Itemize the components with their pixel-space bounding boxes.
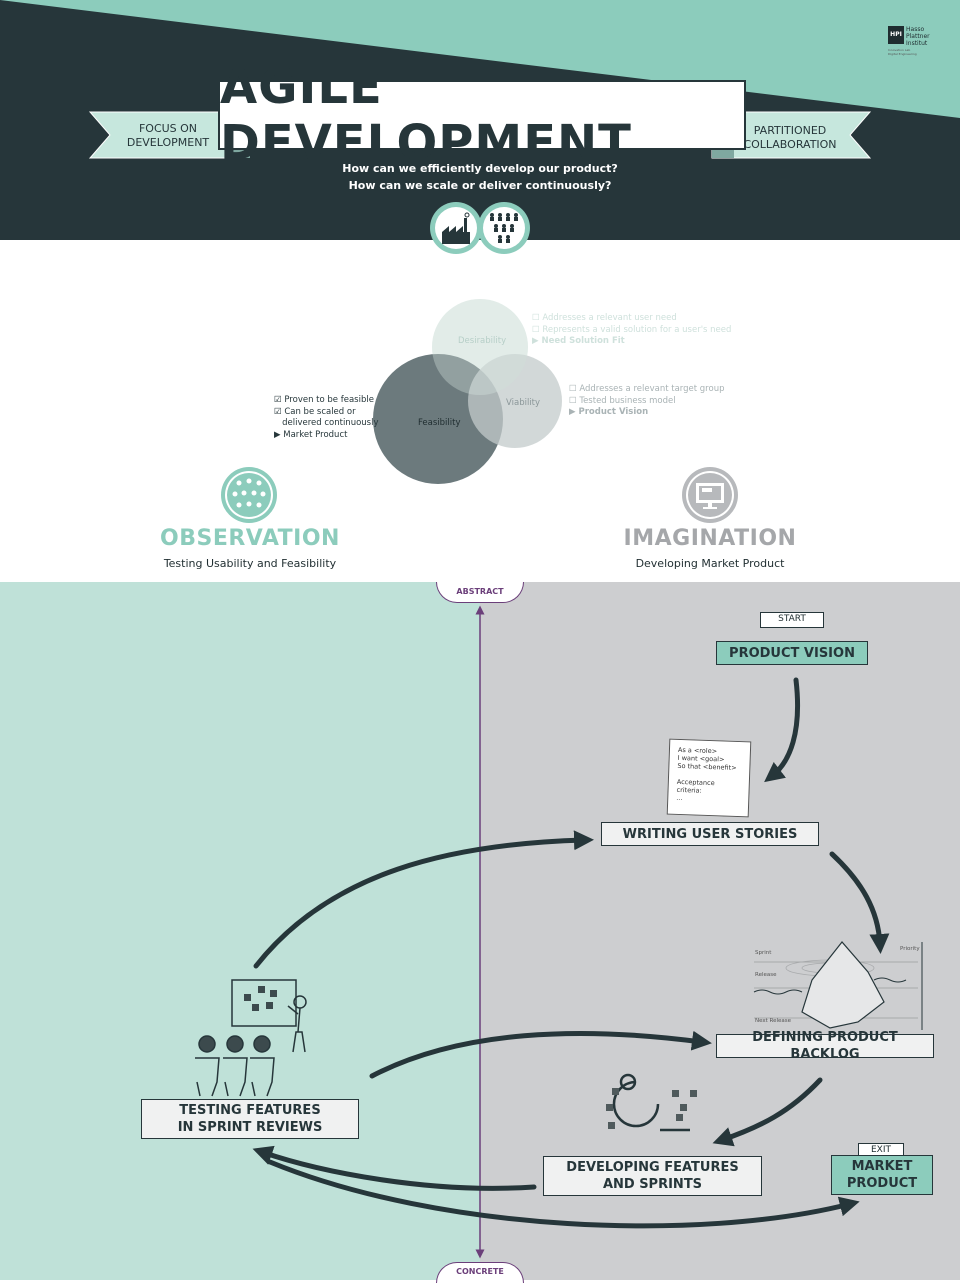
user-story-card: As a <role>I want <goal>So that <benefit… <box>666 738 752 818</box>
writing-user-stories-box: WRITING USER STORIES <box>601 822 819 846</box>
venn-diagram <box>373 299 562 484</box>
observation-title: OBSERVATION <box>160 526 340 551</box>
page-title: AGILE DEVELOPMENT <box>218 59 746 171</box>
viability-checklist: ☐ Addresses a relevant target group ☐ Te… <box>569 384 725 417</box>
priority-label: Priority <box>900 946 920 952</box>
observation-subtitle: Testing Usability and Feasibility <box>163 557 337 570</box>
start-tag: START <box>760 612 824 628</box>
iceberg-sketch <box>753 941 923 1030</box>
exit-tag: EXIT <box>858 1143 904 1158</box>
imagination-subtitle: Developing Market Product <box>635 557 785 570</box>
feasibility-label: Feasibility <box>418 418 461 428</box>
factory-icon <box>442 212 470 244</box>
crowd-icon <box>221 467 277 523</box>
next-release-label: Next Release <box>755 1018 792 1024</box>
computer-icon <box>682 467 738 523</box>
feasibility-checklist: ☑ Proven to be feasible ☑ Can be scaled … <box>274 395 379 440</box>
process-flow-arrows <box>195 605 923 1259</box>
sprint-cycle-icon <box>612 1073 690 1132</box>
sprint-label: Sprint <box>755 950 772 956</box>
desirability-label: Desirability <box>458 336 507 346</box>
observation-area <box>0 582 480 1280</box>
product-vision-box: PRODUCT VISION <box>716 641 868 665</box>
viability-label: Viability <box>506 398 541 408</box>
abstract-axis-label: ABSTRACT <box>436 582 524 603</box>
imagination-title: IMAGINATION <box>623 526 797 551</box>
guiding-questions: How can we efficiently develop our produ… <box>342 162 618 192</box>
defining-product-backlog-box: DEFINING PRODUCT BACKLOG <box>716 1030 934 1062</box>
team-network-icon <box>490 213 518 243</box>
release-label: Release <box>755 972 777 978</box>
team-whiteboard-sketch <box>231 979 307 1053</box>
desirability-checklist: ☐ Addresses a relevant user need ☐ Repre… <box>532 313 732 346</box>
